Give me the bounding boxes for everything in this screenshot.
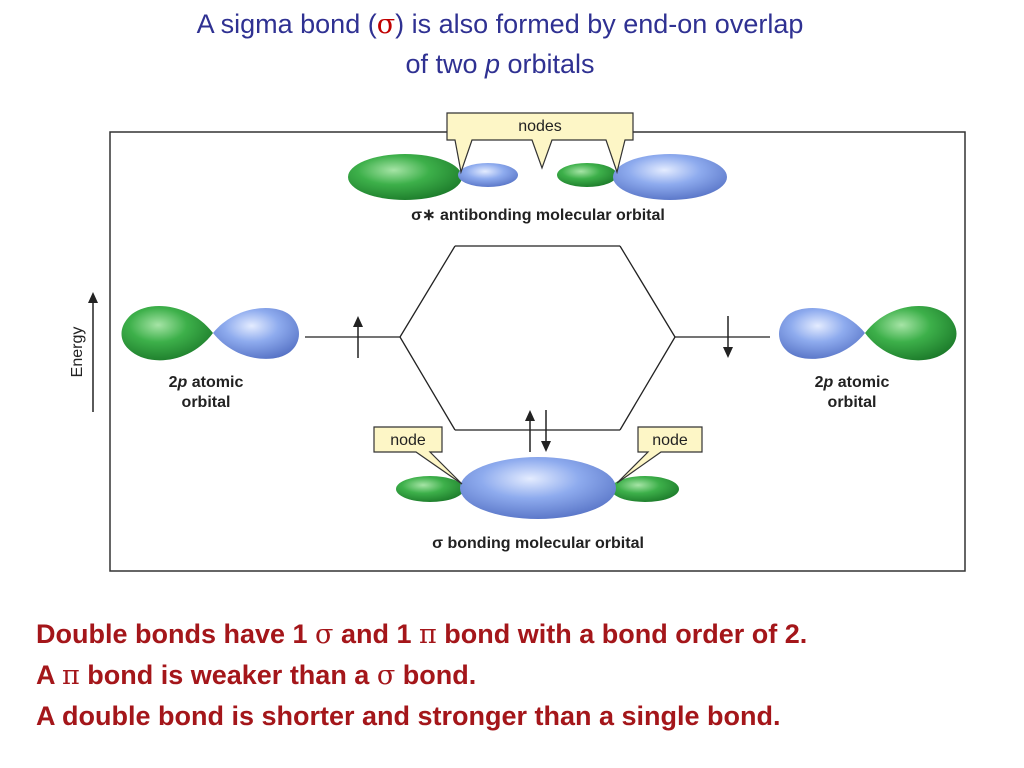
node-callout-right-text: node bbox=[652, 432, 688, 449]
title-text-b: ) is also formed by end-on overlap bbox=[395, 9, 804, 39]
node-callout-right: node bbox=[616, 426, 703, 484]
mo-diagram: Energy 2p atomic orbital 2p atomic or bbox=[69, 112, 966, 572]
nodes-callout-text: nodes bbox=[518, 118, 562, 135]
title-sigma-symbol: σ bbox=[376, 9, 396, 40]
antibonding-blue-lobe-small bbox=[458, 163, 518, 187]
sigma-star-antibonding-orbital bbox=[348, 154, 727, 200]
right-2p-orbital bbox=[779, 305, 957, 361]
right-atomic-label-line2: orbital bbox=[828, 394, 877, 411]
left-2p-green-lobe bbox=[121, 305, 213, 361]
bonding-label: σ bonding molecular orbital bbox=[432, 535, 644, 552]
antibonding-blue-lobe-right bbox=[613, 154, 727, 200]
title-p-symbol: p bbox=[484, 49, 501, 79]
node-callout-left: node bbox=[373, 426, 463, 485]
sigma-bonding-orbital bbox=[396, 457, 679, 519]
left-atomic-label-line2: orbital bbox=[182, 394, 231, 411]
note-2-pi: π bbox=[62, 660, 80, 691]
energy-axis: Energy bbox=[69, 292, 98, 412]
left-2p-orbital bbox=[121, 305, 299, 361]
title-text-d: orbitals bbox=[500, 49, 595, 79]
left-atomic-label-line1: 2p atomic bbox=[169, 374, 244, 391]
note-2-sigma: σ bbox=[376, 660, 396, 691]
electron-pair-arrows bbox=[525, 410, 551, 452]
right-2p-green-lobe bbox=[865, 305, 957, 361]
note-1-sigma: σ bbox=[315, 619, 334, 650]
node-callout-left-text: node bbox=[390, 432, 426, 449]
antibonding-label: σ∗ antibonding molecular orbital bbox=[411, 207, 665, 224]
antibonding-green-lobe-left bbox=[348, 154, 462, 200]
electron-up-arrow-left bbox=[353, 316, 363, 358]
energy-axis-label: Energy bbox=[69, 327, 86, 378]
note-line-3: A double bond is shorter and stronger th… bbox=[36, 701, 781, 731]
note-2-text-b: bond is weaker than a bbox=[79, 660, 377, 690]
title-text-c: of two bbox=[405, 49, 485, 79]
nodes-callout: nodes bbox=[446, 112, 634, 175]
note-1-text-c: bond with a bond order of 2. bbox=[436, 619, 808, 649]
note-1-text-b: and 1 bbox=[333, 619, 420, 649]
bonding-blue-central-lobe bbox=[460, 457, 616, 519]
left-2p-blue-lobe bbox=[213, 308, 299, 359]
electron-down-arrow-right bbox=[723, 316, 733, 358]
title-text-a: A sigma bond ( bbox=[196, 9, 377, 39]
note-2-text-c: bond. bbox=[395, 660, 477, 690]
bonding-green-lobe-right bbox=[611, 476, 679, 502]
note-2-text-a: A bbox=[36, 660, 62, 690]
slide-title-line-1: A sigma bond (σ) is also formed by end-o… bbox=[0, 6, 1000, 43]
note-1-pi: π bbox=[419, 619, 437, 650]
antibonding-green-lobe-small bbox=[557, 163, 617, 187]
note-1-text-a: Double bonds have 1 bbox=[36, 619, 316, 649]
right-atomic-label-line1: 2p atomic bbox=[815, 374, 890, 391]
slide-title-line-2: of two p orbitals bbox=[0, 46, 1000, 82]
correlation-lines bbox=[305, 245, 770, 431]
right-2p-blue-lobe bbox=[779, 308, 865, 359]
bonding-green-lobe-left bbox=[396, 476, 464, 502]
note-line-1: Double bonds have 1 σ and 1 π bond with … bbox=[36, 618, 807, 651]
note-line-2: A π bond is weaker than a σ bond. bbox=[36, 659, 476, 692]
